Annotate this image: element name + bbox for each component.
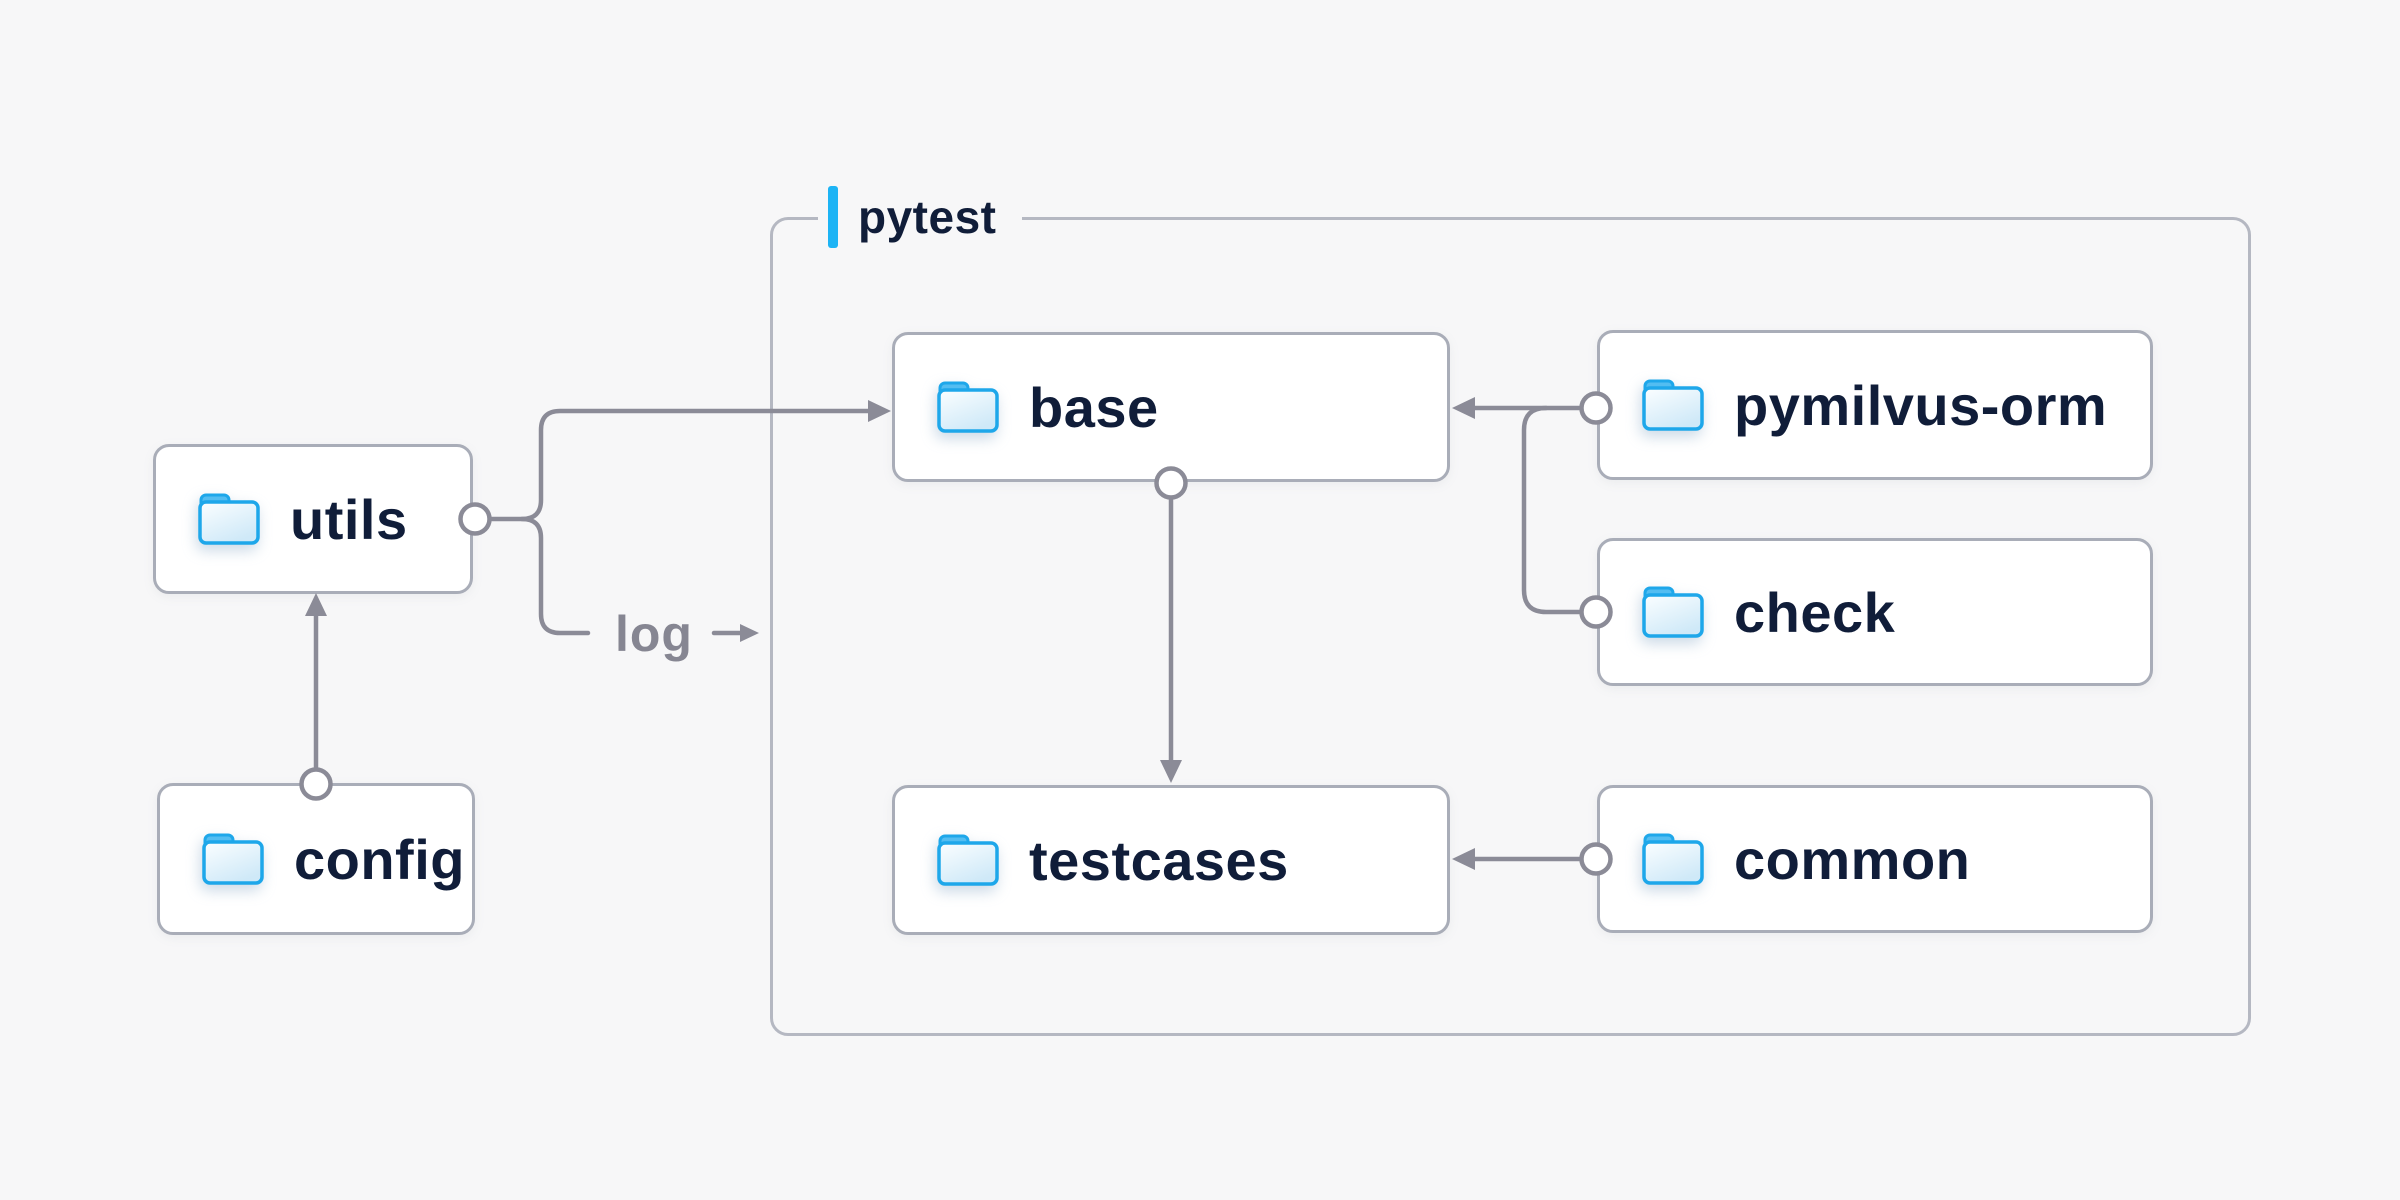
accent-bar — [828, 186, 838, 248]
node-label: base — [1029, 375, 1159, 439]
node-label: pymilvus-orm — [1734, 373, 2108, 437]
node-pymilvus-orm: pymilvus-orm — [1597, 330, 2153, 480]
folder-icon — [198, 493, 260, 545]
folder-icon — [1642, 379, 1704, 431]
node-label: common — [1734, 827, 1971, 891]
edge-config-utils — [299, 593, 333, 801]
pytest-group-title: pytest — [858, 191, 997, 243]
node-config: config — [157, 783, 475, 935]
node-check: check — [1597, 538, 2153, 686]
edge-label-log: log — [615, 606, 693, 662]
folder-icon — [202, 833, 264, 885]
node-utils: utils — [153, 444, 473, 594]
node-label: check — [1734, 580, 1896, 644]
pytest-group-label: pytest — [818, 186, 1023, 248]
folder-icon — [937, 834, 999, 886]
folder-icon — [1642, 586, 1704, 638]
node-label: utils — [290, 487, 408, 551]
node-label: config — [294, 827, 465, 891]
node-label: testcases — [1029, 828, 1289, 892]
folder-icon — [1642, 833, 1704, 885]
pytest-group — [770, 217, 2251, 1036]
node-testcases: testcases — [892, 785, 1450, 935]
node-base: base — [892, 332, 1450, 482]
folder-icon — [937, 381, 999, 433]
node-common: common — [1597, 785, 2153, 933]
